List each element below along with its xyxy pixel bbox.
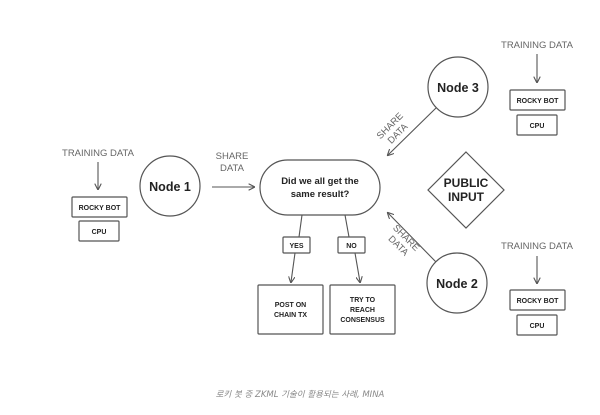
arrow (388, 107, 437, 155)
question-text: same result? (291, 189, 350, 200)
post-on-chain-box (257, 284, 324, 335)
rocky-bot-box (509, 89, 566, 111)
rocky-bot-label: ROCKY BOT (517, 98, 560, 105)
cpu-box (516, 314, 558, 336)
cpu-label: CPU (530, 123, 545, 130)
connector (344, 214, 350, 238)
left-worker: TRAINING DATA ROCKY BOT CPU (62, 148, 135, 242)
public-input-label: PUBLIC (444, 176, 489, 190)
cpu-box (516, 114, 558, 136)
consensus-box (329, 284, 396, 335)
consensus-label: TRY TO (350, 297, 376, 304)
training-data-label: TRAINING DATA (501, 241, 574, 252)
post-on-chain-label: CHAIN TX (274, 312, 307, 319)
yes-label: YES (289, 243, 303, 250)
training-data-label: TRAINING DATA (62, 148, 135, 159)
question-text: Did we all get the (281, 176, 359, 187)
rocky-bot-box (509, 289, 566, 311)
node-2-circle (426, 252, 488, 314)
share-data-label: SHARE (216, 151, 249, 162)
arrow (388, 213, 437, 263)
post-on-chain-label: POST ON (275, 302, 307, 309)
top-right-worker: TRAINING DATA ROCKY BOT CPU (501, 40, 574, 136)
public-input-diamond (427, 151, 505, 229)
consensus-label: CONSENSUS (340, 317, 385, 324)
share-data-label: DATA (220, 163, 245, 174)
cpu-label: CPU (92, 229, 107, 236)
rocky-bot-label: ROCKY BOT (517, 298, 560, 305)
rocky-bot-box (71, 196, 128, 218)
node-3-circle (427, 56, 489, 118)
arrow (354, 252, 360, 282)
node-3-label: Node 3 (437, 81, 479, 95)
consensus-label: REACH (350, 307, 375, 314)
no-label: NO (346, 243, 357, 250)
public-input-label: INPUT (448, 190, 485, 204)
yes-box (282, 236, 311, 254)
arrow (291, 252, 296, 282)
node-1-circle (139, 155, 201, 217)
rocky-bot-label: ROCKY BOT (79, 205, 122, 212)
node-1-label: Node 1 (149, 180, 191, 194)
cpu-label: CPU (530, 323, 545, 330)
no-box (337, 236, 366, 254)
bottom-right-worker: TRAINING DATA ROCKY BOT CPU (501, 241, 574, 336)
training-data-label: TRAINING DATA (501, 40, 574, 51)
figure-caption: 로키 봇 중 ZKML 기술이 활용되는 사례, MINA (216, 389, 385, 400)
cpu-box (78, 220, 120, 242)
connector (298, 214, 303, 238)
node-2-label: Node 2 (436, 277, 478, 291)
question-oval (259, 159, 381, 216)
